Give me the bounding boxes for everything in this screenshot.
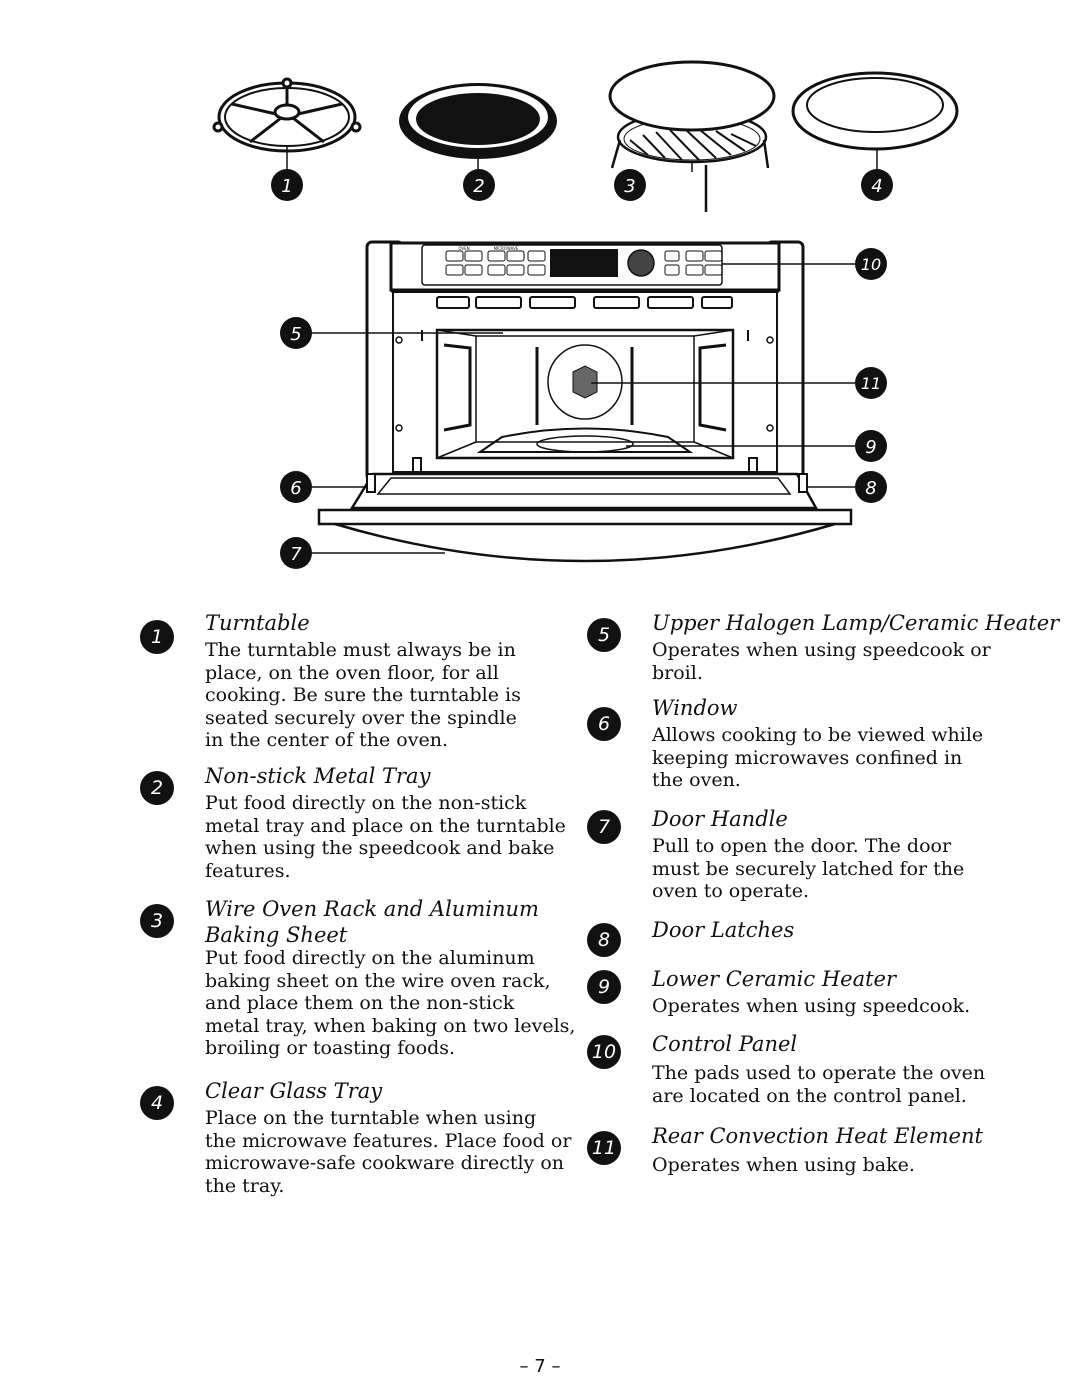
part-number-badge: 9 — [587, 970, 621, 1004]
part-title: Door Handle — [652, 807, 788, 831]
part-description: Put food directly on the aluminum baking… — [205, 947, 576, 1060]
callout-10-label: 10 — [861, 255, 881, 274]
part-number-badge: 7 — [587, 810, 621, 844]
part-number-badge: 11 — [587, 1131, 621, 1165]
part-title: Turntable — [205, 611, 310, 635]
part-number-badge: 2 — [140, 771, 174, 805]
callout-3-badge — [614, 169, 646, 201]
callout-1-badge — [271, 169, 303, 201]
rack-and-sheet-illustration — [608, 60, 776, 212]
part-number-badge: 1 — [140, 620, 174, 654]
callout-1-label: 1 — [281, 176, 292, 197]
part-title: Door Latches — [652, 918, 795, 942]
part-number-badge: 3 — [140, 904, 174, 938]
part-description: Operates when using speedcook or broil. — [652, 639, 991, 684]
part-number-badge: 10 — [587, 1035, 621, 1069]
part-description: Put food directly on the non-stick metal… — [205, 792, 566, 882]
glass-tray-illustration — [791, 71, 959, 151]
part-title: Lower Ceramic Heater — [652, 967, 896, 991]
panel-microwave-label: MICROWAVE — [494, 246, 519, 251]
callout-9-label: 9 — [865, 437, 876, 458]
part-title-continued: Baking Sheet — [205, 923, 348, 947]
callout-7-label: 7 — [290, 544, 302, 565]
part-description: The turntable must always be in place, o… — [205, 639, 521, 752]
part-title: Clear Glass Tray — [205, 1079, 383, 1103]
part-number-badge: 6 — [587, 707, 621, 741]
part-number-badge: 4 — [140, 1086, 174, 1120]
callout-11-badge — [855, 367, 887, 399]
part-description: Place on the turntable when using the mi… — [205, 1107, 572, 1197]
callout-4-label: 4 — [871, 176, 882, 197]
part-number-badge: 8 — [587, 923, 621, 957]
callout-5-badge — [280, 317, 312, 349]
callout-2-badge — [463, 169, 495, 201]
callout-9-badge — [855, 430, 887, 462]
callout-8-label: 8 — [865, 478, 876, 499]
part-description: Operates when using speedcook. — [652, 995, 971, 1017]
turntable-illustration — [212, 77, 362, 153]
part-title: Control Panel — [652, 1032, 798, 1056]
part-title: Non-stick Metal Tray — [205, 764, 431, 788]
part-number-badge: 5 — [587, 618, 621, 652]
callout-4-badge — [861, 169, 893, 201]
part-title: Window — [652, 696, 738, 720]
callout-6-label: 6 — [290, 478, 301, 499]
callout-11-label: 11 — [861, 374, 881, 393]
panel-oven-label: OVEN — [458, 246, 469, 251]
callout-10-badge — [855, 248, 887, 280]
part-description: The pads used to operate the oven are lo… — [652, 1062, 986, 1107]
callout-5-label: 5 — [290, 324, 301, 345]
callout-3-label: 3 — [624, 176, 635, 197]
callout-6-badge — [280, 471, 312, 503]
part-title: Rear Convection Heat Element — [652, 1124, 983, 1148]
metal-tray-illustration — [399, 83, 557, 159]
callout-8-badge — [855, 471, 887, 503]
callout-2-label: 2 — [473, 176, 484, 197]
part-description: Pull to open the door. The door must be … — [652, 835, 965, 903]
part-description: Allows cooking to be viewed while keepin… — [652, 724, 984, 792]
page-number: – 7 – — [519, 1356, 561, 1377]
oven-parts-diagram: OVEN MICROWAVE — [212, 60, 959, 569]
callout-7-badge — [280, 537, 312, 569]
part-title: Upper Halogen Lamp/Ceramic Heater — [652, 611, 1060, 635]
oven-illustration: OVEN MICROWAVE — [317, 240, 853, 563]
part-description: Operates when using bake. — [652, 1154, 915, 1176]
part-title: Wire Oven Rack and Aluminum — [205, 897, 539, 921]
